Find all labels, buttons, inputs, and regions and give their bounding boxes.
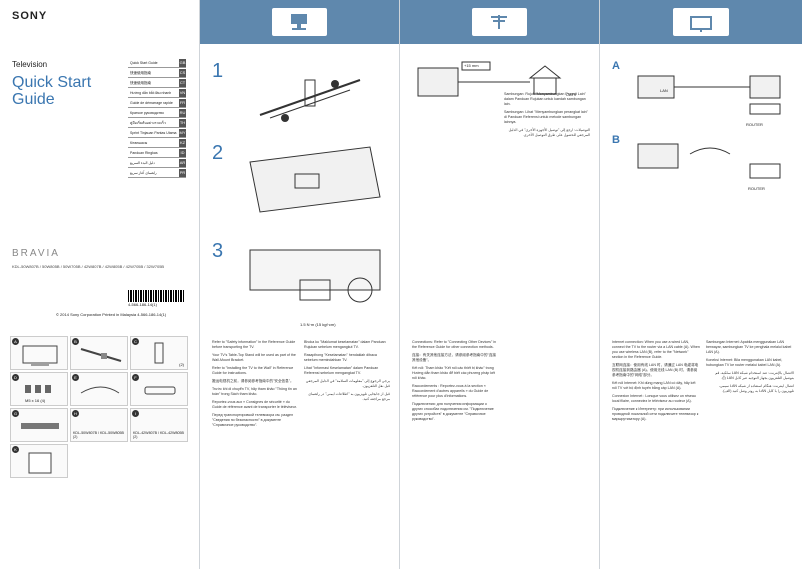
wireless-lan-illustration: [637, 143, 781, 179]
item-h-note: KDL-50W807B / KDL-50W805B (2): [73, 431, 124, 439]
battery-icon: [21, 423, 59, 429]
item-a: A: [10, 336, 68, 370]
stand-header: [200, 0, 399, 44]
router-label-b: ROUTER: [748, 186, 765, 191]
internet-text-col-2: Sambungan Internet: Apabila menggunakan …: [706, 340, 794, 393]
connections-header: [400, 0, 599, 44]
lan-label: LAN: [660, 88, 668, 93]
document-icon: [28, 452, 52, 474]
stand-base-icon: [154, 342, 164, 364]
stand-tab: [271, 8, 328, 36]
stand-panel: 1 2 3 1.5 N·m (15 kgf·cm) Refer to "Safe…: [200, 0, 400, 569]
item-h: H KDL-50W807B / KDL-50W805B (2): [70, 408, 128, 442]
cover-panel: SONY Television Quick Start Guide Quick …: [0, 0, 200, 569]
tv-facedown-illustration: [249, 146, 381, 213]
item-c: C (2): [130, 336, 188, 370]
router-label-a: ROUTER: [746, 122, 763, 127]
barcode: [128, 290, 184, 302]
antenna-connection-illustration: [417, 61, 562, 97]
cable-length-label: +15 mm: [464, 63, 479, 68]
stand-text-col-2: Bhoka ku "Maklumat keselamatan" dalam Pa…: [304, 340, 390, 401]
barcode-number: 4-566-186-14(1): [128, 302, 157, 307]
connections-text-col-1: Connections: Refer to "Connecting Other …: [412, 340, 497, 421]
screws-icon: [25, 385, 51, 393]
copyright: © 2014 Sony Corporation Printed in Malay…: [56, 312, 167, 317]
option-b-label: B: [612, 134, 620, 146]
connections-panel: +15 mm CATV Connections: Refer to "Conne…: [400, 0, 600, 569]
category-label: Television: [12, 60, 48, 69]
internet-tab: [672, 8, 730, 36]
item-k: K: [10, 444, 68, 478]
title-line-1: Quick Start: [12, 74, 92, 91]
remote-icon: [144, 386, 176, 395]
torque-label: 1.5 N·m (15 kgf·cm): [300, 322, 336, 327]
stand-neck-icon: [80, 348, 122, 362]
internet-text-col-1: Internet connection: When you use a wire…: [612, 340, 700, 421]
item-d: D M5 x 16 (4): [10, 372, 68, 406]
option-a-label: A: [612, 60, 620, 72]
internet-header: [600, 0, 802, 44]
step-3: 3: [212, 240, 224, 262]
stand-text-col-1: Refer to "Safety information" in the Ref…: [212, 340, 297, 427]
model-list: KDL-50W807B / 50W805B / 50W705B / 42W807…: [12, 264, 165, 269]
item-e: E: [70, 372, 128, 406]
item-b: B: [70, 336, 128, 370]
connections-tab: [471, 8, 528, 36]
item-c-qty: (2): [179, 362, 184, 367]
title-line-2: Guide: [12, 91, 55, 108]
step-2: 2: [212, 142, 224, 164]
cable-icon: [80, 386, 120, 394]
antenna-icon: [491, 15, 508, 29]
page-title: Quick Start Guide: [12, 74, 91, 108]
internet-panel: A LAN ROUTER B ROUTER Internet connectio…: [600, 0, 802, 569]
tv-icon: [22, 345, 58, 366]
bravia-logo: BRAVIA: [12, 248, 60, 259]
item-f: F: [130, 372, 188, 406]
step-1: 1: [212, 60, 224, 82]
table-top-stand-icon: [291, 14, 308, 30]
connections-text-col-2: Sambungan: Rujuk "Menyambungkan Peranti …: [504, 92, 590, 137]
catv-label: CATV: [566, 92, 577, 97]
screw-spec: M5 x 16 (4): [25, 398, 46, 403]
screw-stand-illustration: [249, 249, 381, 303]
www-icon: [689, 16, 712, 32]
wired-lan-illustration: [637, 75, 781, 115]
stand-assembly-illustration: [259, 79, 361, 122]
brand-logo: SONY: [12, 10, 48, 22]
item-g: G: [10, 408, 68, 442]
item-i: I KDL-42W807B / KDL-42W805B (2): [130, 408, 188, 442]
item-j-note: KDL-42W807B / KDL-42W805B (2): [133, 431, 184, 439]
